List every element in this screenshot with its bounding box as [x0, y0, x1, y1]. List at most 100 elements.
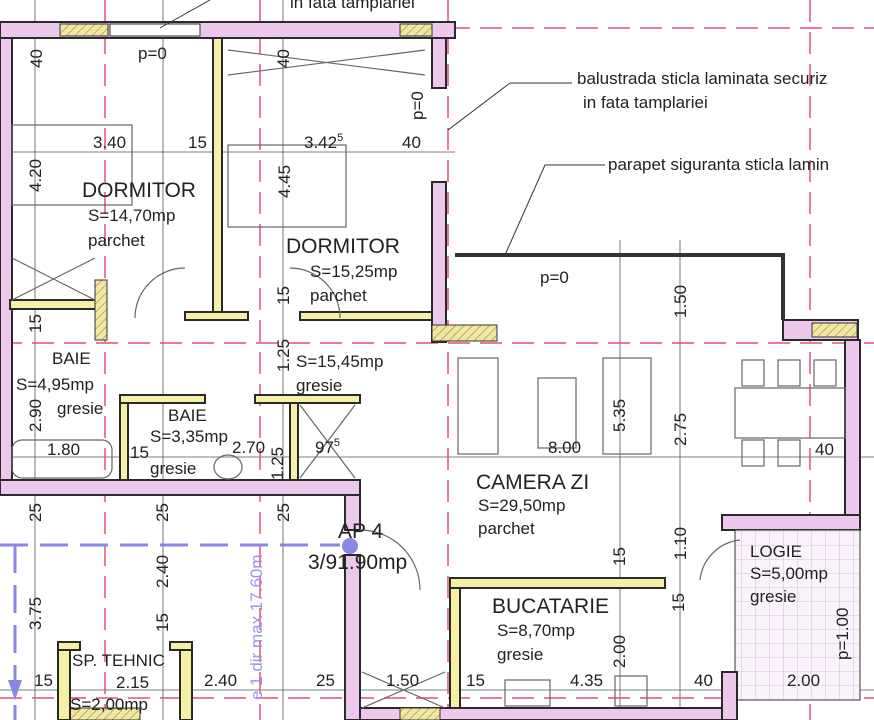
sink-icon [213, 454, 243, 480]
stove-icon [614, 675, 648, 707]
room-name-bucatarie: BUCATARIE [492, 595, 609, 618]
void-icon [361, 671, 446, 709]
room-floor-baie-2: gresie [150, 459, 196, 478]
sofa-icon [602, 357, 652, 455]
dining-table-icon [734, 387, 846, 439]
dimension-label: 2.70 [232, 438, 265, 457]
dimension-label: 15 [34, 671, 53, 690]
dimension-label: 2.00 [610, 635, 629, 668]
walls [0, 21, 861, 720]
dimension-label: 3.75 [26, 597, 45, 630]
dimension-label: 2.40 [153, 555, 172, 588]
dimension-label: 25 [274, 503, 293, 522]
dimension-label: 2.00 [787, 671, 820, 690]
coffee-table-icon [537, 377, 577, 449]
apartment-name: AP 4 [338, 520, 383, 543]
room-floor-dormitor-1: parchet [88, 231, 145, 250]
wardrobe-icon [227, 49, 426, 76]
room-area-baie-1: S=4,95mp [16, 375, 94, 394]
kitchen-sink-icon [504, 679, 551, 707]
dimension-label: 2.75 [671, 413, 690, 446]
note-balustrada-2: in fata tamplariei [583, 93, 708, 112]
room-name-logie: LOGIE [750, 542, 802, 561]
dimension-label: 3.40 [93, 133, 126, 152]
dimension-label: 25 [26, 503, 45, 522]
dimension-label: 4.20 [26, 159, 45, 192]
dimensions: 3.40 15 3.425 40 1.80 15 2.70 975 8.00 4… [26, 49, 834, 692]
level-label: p=0 [408, 91, 427, 120]
room-name-baie-2: BAIE [168, 406, 207, 425]
dimension-label: 15 [130, 443, 149, 462]
room-area-baie-2: S=3,35mp [150, 427, 228, 446]
dimension-label: 15 [274, 286, 293, 305]
room-floor-dormitor-2: parchet [310, 286, 367, 305]
dimension-label: 1.80 [47, 440, 80, 459]
limit-lines [0, 538, 358, 720]
entry-marker [342, 538, 358, 554]
note-balustrada: balustrada sticla laminata securiz [577, 69, 827, 88]
level-label: p=0 [540, 268, 569, 287]
dimension-label: 40 [815, 440, 834, 459]
chair-icon [777, 359, 801, 387]
note-parapet: parapet siguranta sticla lamin [608, 155, 829, 174]
dimension-label: 1.25 [268, 447, 287, 480]
dimension-label: 5.35 [610, 399, 629, 432]
room-floor-bucatarie: gresie [497, 645, 543, 664]
dimension-label: 2.40 [204, 671, 237, 690]
level-label: p=0 [138, 44, 167, 63]
dimension-label: 25 [316, 671, 335, 690]
entrance-door-icon [359, 529, 421, 591]
room-name-baie-1: BAIE [52, 349, 91, 368]
dimension-label: 15 [153, 613, 172, 632]
dimension-label: 1.50 [671, 285, 690, 318]
leaders [159, 0, 605, 256]
dimension-label: 975 [315, 437, 340, 457]
sofa-icon [457, 357, 499, 455]
dimension-label: 25 [153, 503, 172, 522]
note-limit: e 1 dir max 17.60m [247, 554, 266, 700]
dimension-label: 15 [610, 547, 629, 566]
note-top: in fata tamplariei [290, 0, 415, 12]
dimension-label: 15 [26, 314, 45, 333]
room-name-sp-tehnic: SP. TEHNIC [72, 651, 165, 670]
chair-icon [813, 359, 837, 387]
dimension-label: 4.45 [275, 165, 294, 198]
dimension-label: 1.10 [671, 527, 690, 560]
chair-icon [741, 439, 765, 467]
bathtub-icon [11, 439, 113, 479]
partitions [9, 37, 666, 720]
chair-icon [741, 359, 765, 387]
shower-icon [299, 404, 356, 479]
room-name-dormitor-2: DORMITOR [286, 235, 400, 258]
level-label: p=1.00 [833, 608, 852, 660]
room-name-dormitor-1: DORMITOR [82, 179, 196, 202]
dimension-label: 8.00 [548, 438, 581, 457]
room-floor-hol: gresie [296, 376, 342, 395]
room-area-sp-tehnic: S=2,00mp [70, 695, 148, 714]
room-floor-camera-zi: parchet [478, 519, 535, 538]
room-floor-logie: gresie [750, 587, 796, 606]
dimension-label: 40 [694, 671, 713, 690]
dimension-label: 40 [402, 133, 421, 152]
arrow-down-icon [8, 680, 22, 700]
room-area-dormitor-1: S=14,70mp [88, 206, 175, 225]
apartment-area: 3/91.90mp [308, 551, 407, 574]
door-icon [134, 267, 341, 319]
room-area-logie: S=5,00mp [750, 564, 828, 583]
bed-icon [227, 144, 347, 228]
dimension-label: 1.50 [386, 671, 419, 690]
dimension-label: 40 [274, 49, 293, 68]
room-floor-baie-1: gresie [57, 399, 103, 418]
logie-door-icon [699, 539, 741, 581]
room-area-dormitor-2: S=15,25mp [310, 262, 397, 281]
dimension-label: 2.90 [26, 399, 45, 432]
dimension-label: 4.35 [570, 671, 603, 690]
furniture [11, 49, 846, 709]
room-area-bucatarie: S=8,70mp [497, 621, 575, 640]
room-area-camera-zi: S=29,50mp [478, 496, 565, 515]
room-area-hol: S=15,45mp [296, 352, 383, 371]
room-name-camera-zi: CAMERA ZI [476, 471, 589, 494]
dimension-label: 15 [188, 133, 207, 152]
shower-icon [11, 257, 96, 301]
